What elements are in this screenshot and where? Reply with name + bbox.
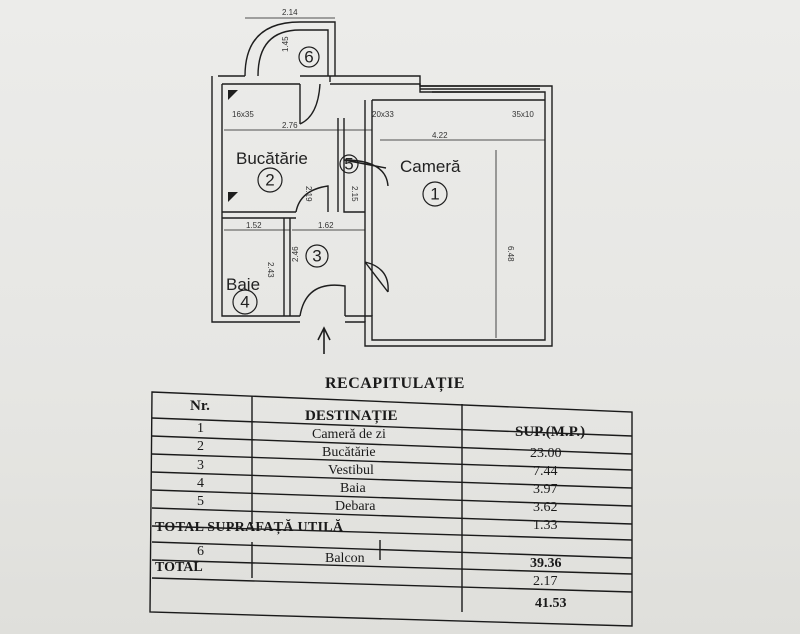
dimension-room-depth: 6.48 (506, 246, 515, 262)
room-number-4: 4 (240, 292, 249, 311)
row-area: 2.17 (533, 574, 558, 589)
row-nr: 6 (197, 544, 204, 559)
kitchen-wall (222, 211, 296, 219)
dimension-storage-depth: 2.15 (350, 186, 359, 202)
dimension-hall-width: 1.62 (318, 221, 334, 230)
dimension-kitchen-width: 2.76 (282, 121, 298, 130)
window (420, 85, 540, 93)
room-number-circle (305, 244, 329, 268)
dimension-bath-depth: 2.43 (266, 262, 275, 278)
door-balcony (299, 83, 321, 125)
dimension-balcony-width: 2.14 (282, 8, 298, 17)
dimension-hall-depth: 2.46 (291, 246, 300, 262)
room-number-3: 3 (312, 246, 321, 265)
column-mark (228, 90, 238, 100)
room-label-kitchen: Bucătărie (236, 149, 308, 168)
dimension-bath-width: 1.52 (246, 221, 262, 230)
entrance-arrow (317, 326, 331, 354)
row-area: 39.36 (530, 556, 562, 571)
row-destination: Vestibul (328, 463, 374, 478)
room-number-2: 2 (265, 170, 274, 189)
room-number-circle (339, 154, 359, 174)
row-destination: Balcon (325, 551, 365, 566)
door-storage (343, 159, 389, 187)
recap-table-grid (149, 391, 633, 627)
row-area: 3.97 (533, 482, 558, 497)
total-usable-label: TOTAL SUPRAFAȚĂ UTILĂ (155, 520, 344, 535)
door-entrance (299, 284, 346, 317)
column-mark (228, 192, 238, 202)
row-nr: 4 (197, 476, 204, 491)
door-room (364, 261, 389, 293)
header-area: SUP.(M.P.) (515, 424, 586, 440)
dimension-room-width: 4.22 (432, 131, 448, 140)
row-area: 41.53 (535, 596, 567, 611)
row-destination: Debara (335, 499, 376, 514)
row-area: 7.44 (533, 464, 558, 479)
dimension-lines (224, 17, 545, 338)
storage-wall (337, 118, 365, 213)
header-nr: Nr. (190, 398, 210, 414)
dimension-corner-right: 35x10 (512, 110, 534, 119)
bath-wall (283, 218, 291, 316)
outer-wall-left (211, 76, 300, 323)
row-destination: Bucătărie (322, 445, 376, 460)
dimension-kitchen-depth: 2.19 (304, 186, 313, 202)
row-nr: 2 (197, 439, 204, 454)
room-label-camera: Cameră (400, 157, 461, 176)
row-area: 23.00 (530, 446, 562, 461)
row-area: 3.62 (533, 500, 558, 515)
room-number-circle (257, 167, 283, 193)
row-nr: 5 (197, 494, 204, 509)
row-destination: Baia (340, 481, 366, 496)
row-nr: 3 (197, 458, 204, 473)
room-number-circle (422, 181, 448, 207)
row-destination: Cameră de zi (312, 427, 386, 442)
dimension-balcony-depth: 1.45 (281, 36, 290, 52)
row-area: 1.33 (533, 518, 558, 533)
balcony-inner (257, 29, 329, 77)
balcony-outline (244, 21, 336, 77)
room-label-bath: Baie (226, 275, 260, 294)
dimension-corner-left: 16x35 (232, 110, 254, 119)
outer-wall (218, 75, 553, 347)
room-number-1: 1 (430, 184, 439, 203)
room-number-6: 6 (304, 47, 313, 66)
header-destination: DESTINAȚIE (305, 408, 398, 424)
room-number-5: 5 (344, 154, 353, 173)
total-label: TOTAL (155, 560, 203, 575)
row-nr: 1 (197, 421, 204, 436)
room-number-circle (298, 46, 320, 68)
room-wall (364, 100, 373, 322)
dimension-corner-mid: 20x33 (372, 110, 394, 119)
room-number-circle (232, 289, 258, 315)
door-kitchen (295, 185, 329, 213)
recap-title: RECAPITULAȚIE (325, 375, 465, 392)
